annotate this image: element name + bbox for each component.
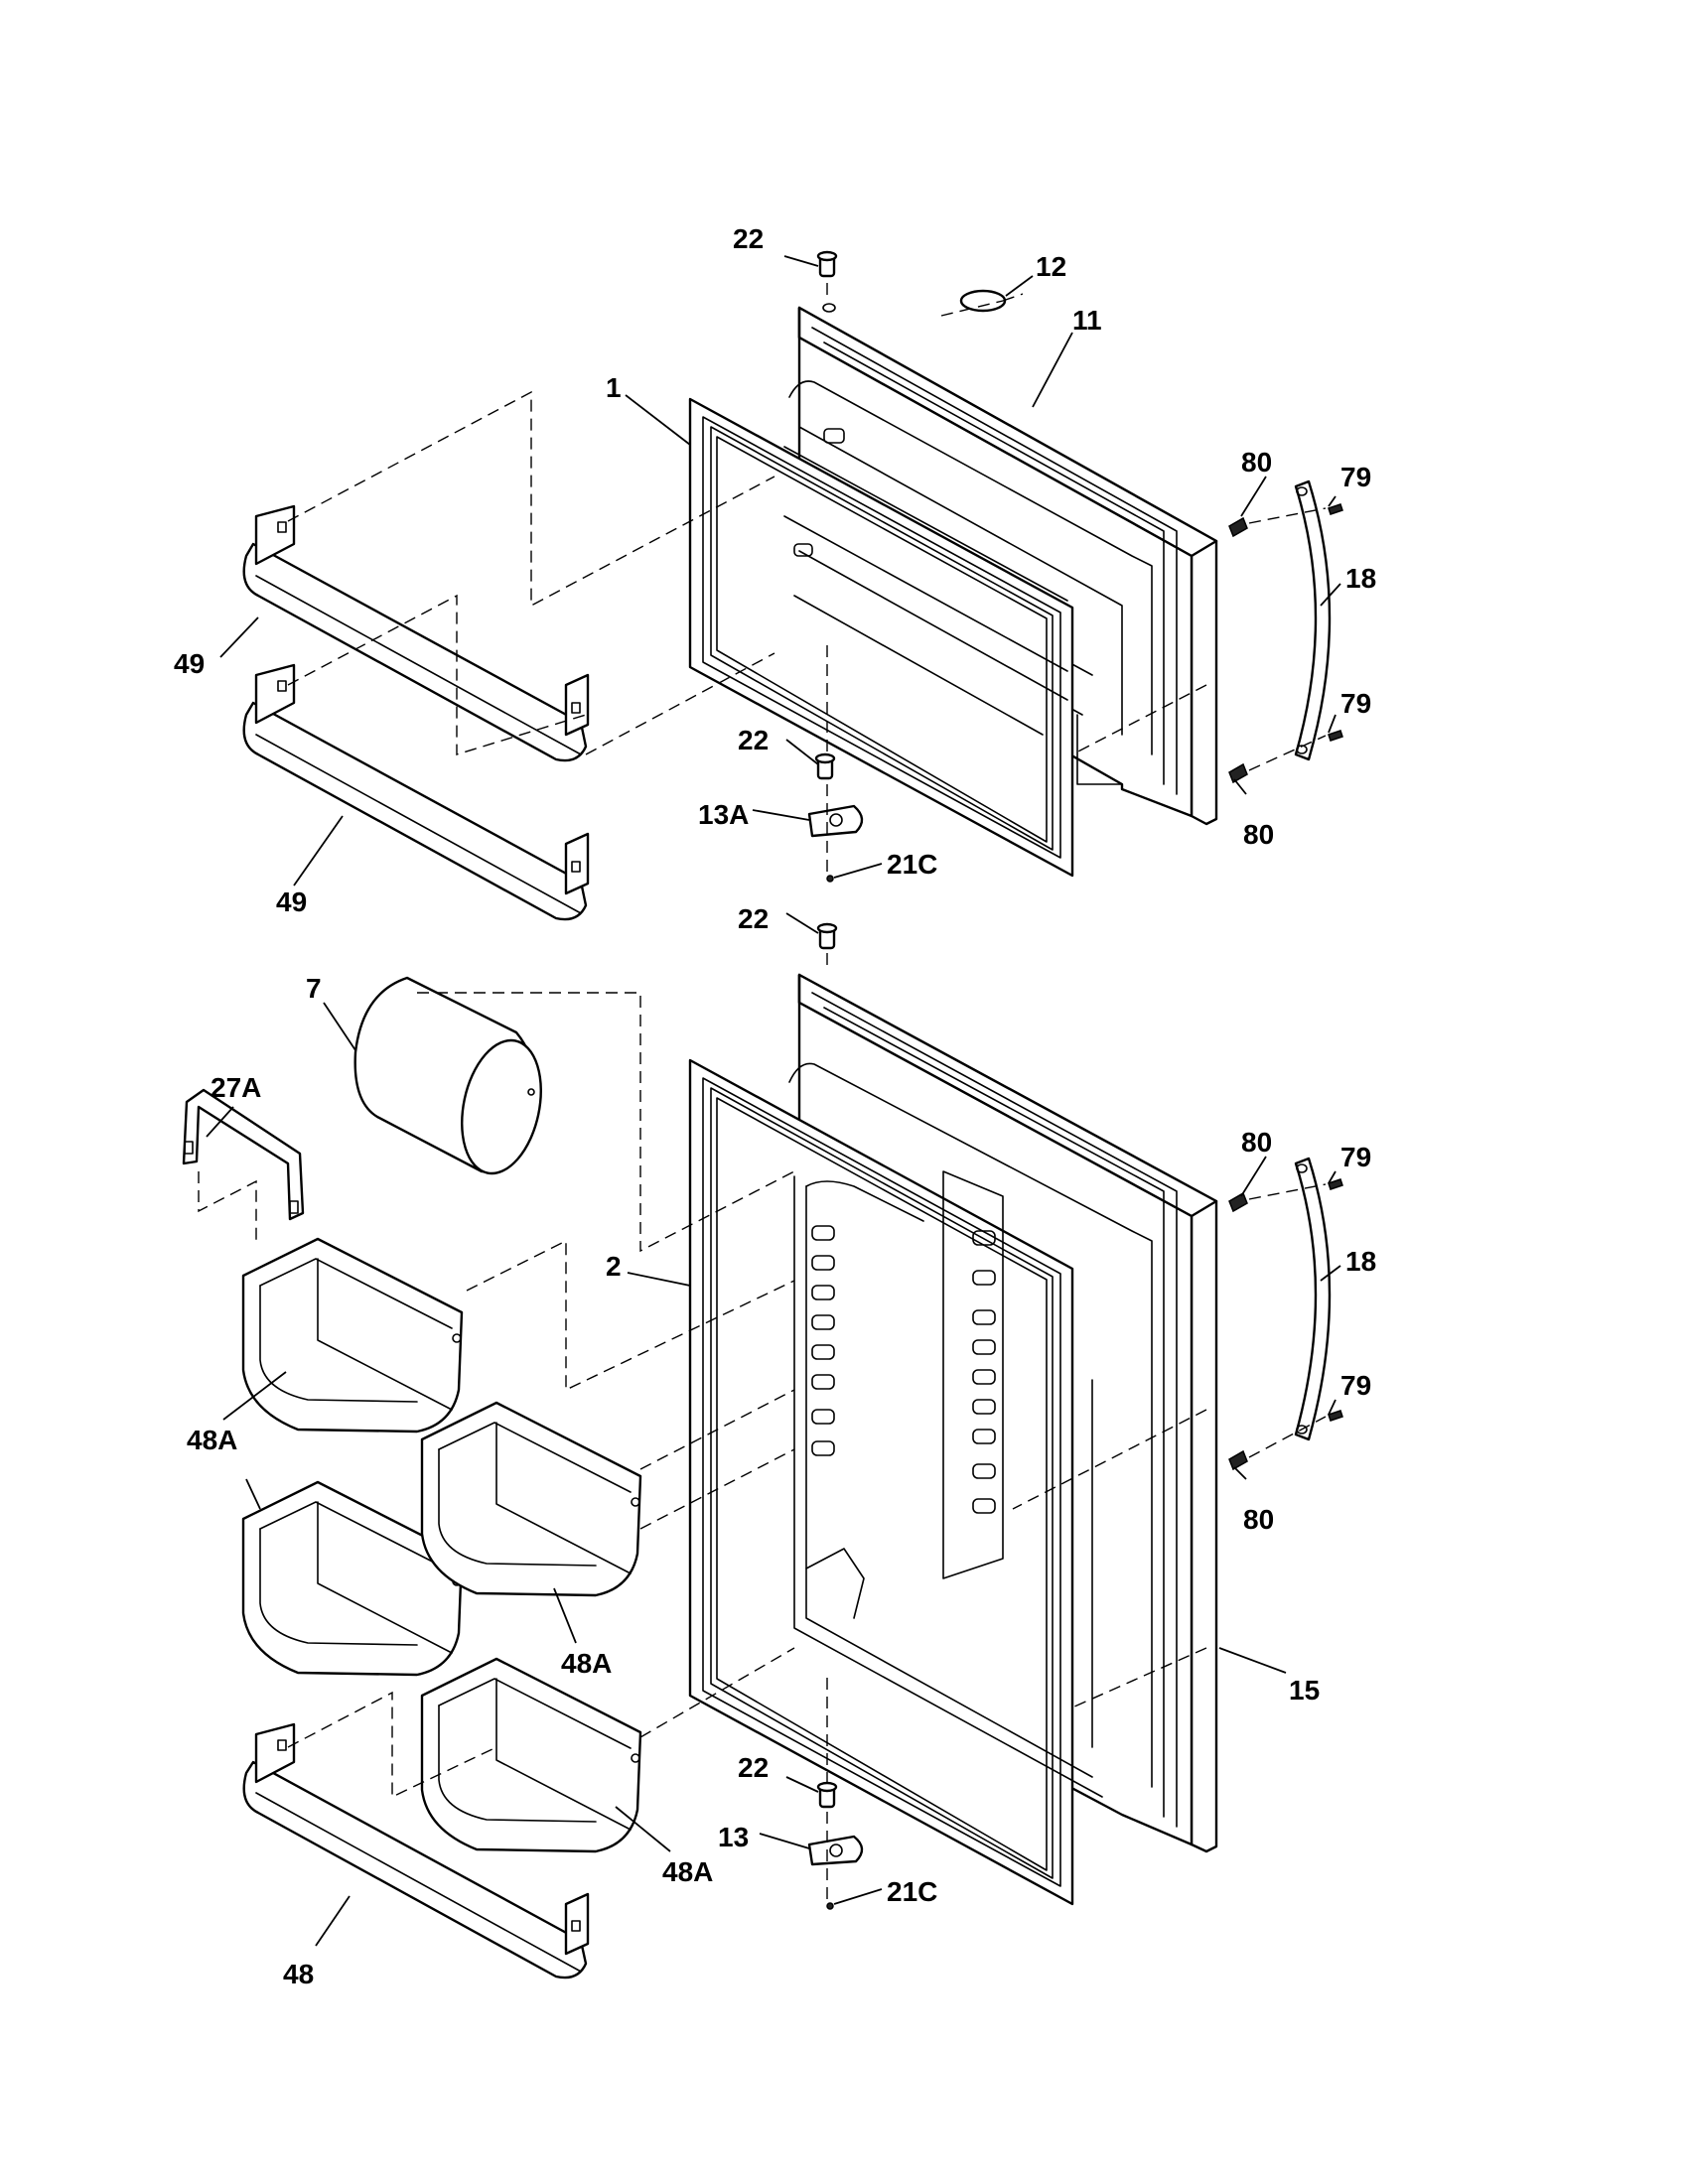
- door-bin-48a-2: [241, 1480, 464, 1677]
- callout-2: 2: [606, 1251, 622, 1282]
- door-shelf-48: [242, 1722, 590, 1979]
- fresh-food-handle-18: [1294, 1157, 1332, 1441]
- callout-80-fresh-bottom: 80: [1243, 1504, 1274, 1535]
- hinge-pin-22-top: [816, 250, 838, 278]
- callout-18-freezer: 18: [1345, 563, 1376, 594]
- dairy-door-7: [353, 976, 542, 1175]
- hinge-pin-22-mid-lower: [816, 922, 838, 950]
- door-bin-48a-3: [420, 1401, 642, 1597]
- door-shelf-supports-right: [972, 1230, 996, 1514]
- screw-21c-top: [826, 875, 834, 883]
- callout-22-mid-lower: 22: [738, 903, 769, 934]
- freezer-door-gasket-1: [688, 397, 1074, 878]
- dairy-retainer-27a: [182, 1088, 305, 1221]
- freezer-door-shelf-49-lower: [242, 663, 590, 921]
- callout-7: 7: [306, 973, 322, 1004]
- callout-48a-middle: 48A: [561, 1648, 612, 1679]
- handle-studs-80: [1228, 516, 1248, 1471]
- callout-79-fresh-top: 79: [1340, 1142, 1371, 1172]
- callout-12: 12: [1036, 251, 1066, 282]
- callout-80-freezer-top: 80: [1241, 447, 1272, 478]
- bottom-hinge-13: [807, 1835, 864, 1866]
- hinge-plug-12: [959, 289, 1007, 313]
- callout-48a-left: 48A: [187, 1425, 237, 1455]
- callout-21c-bottom: 21C: [887, 1876, 937, 1907]
- leader-lines: [206, 255, 1341, 1947]
- hinge-pin-22-mid-upper: [814, 752, 836, 780]
- freezer-handle-18: [1294, 479, 1332, 761]
- callout-18-fresh: 18: [1345, 1246, 1376, 1277]
- fresh-food-door-liner-details: [793, 1170, 1103, 1798]
- callout-49-lower: 49: [276, 887, 307, 917]
- handle-screws-79: [1328, 503, 1343, 1422]
- callout-11: 11: [1072, 305, 1102, 336]
- callout-48: 48: [283, 1959, 314, 1989]
- callout-15: 15: [1289, 1675, 1320, 1706]
- callout-21c-top: 21C: [887, 849, 937, 880]
- callout-49-upper: 49: [174, 648, 205, 679]
- callout-22-mid-upper: 22: [738, 725, 769, 755]
- door-bin-48a-1: [241, 1237, 464, 1433]
- center-hinge-13a: [807, 804, 864, 838]
- callout-79-freezer-top: 79: [1340, 462, 1371, 492]
- callout-80-freezer-bottom: 80: [1243, 819, 1274, 850]
- hinge-pin-22-bottom: [816, 1781, 838, 1809]
- freezer-door-liner-details: [783, 428, 1068, 736]
- screw-21c-bottom: [826, 1902, 834, 1910]
- door-shelf-supports-left: [811, 1225, 835, 1456]
- door-bin-48a-4: [420, 1657, 642, 1853]
- callout-27a: 27A: [211, 1072, 261, 1103]
- callout-79-fresh-bottom: 79: [1340, 1370, 1371, 1401]
- callout-22-bottom: 22: [738, 1752, 769, 1783]
- callout-22-top: 22: [733, 223, 764, 254]
- callout-13a: 13A: [698, 799, 749, 830]
- alignment-lines: [198, 283, 1327, 1901]
- callout-1: 1: [606, 372, 622, 403]
- callout-48a-right: 48A: [662, 1856, 713, 1887]
- callout-80-fresh-top: 80: [1241, 1127, 1272, 1158]
- freezer-door-shelf-49-upper: [242, 504, 590, 762]
- callout-79-freezer-bottom: 79: [1340, 688, 1371, 719]
- callout-13: 13: [718, 1822, 749, 1852]
